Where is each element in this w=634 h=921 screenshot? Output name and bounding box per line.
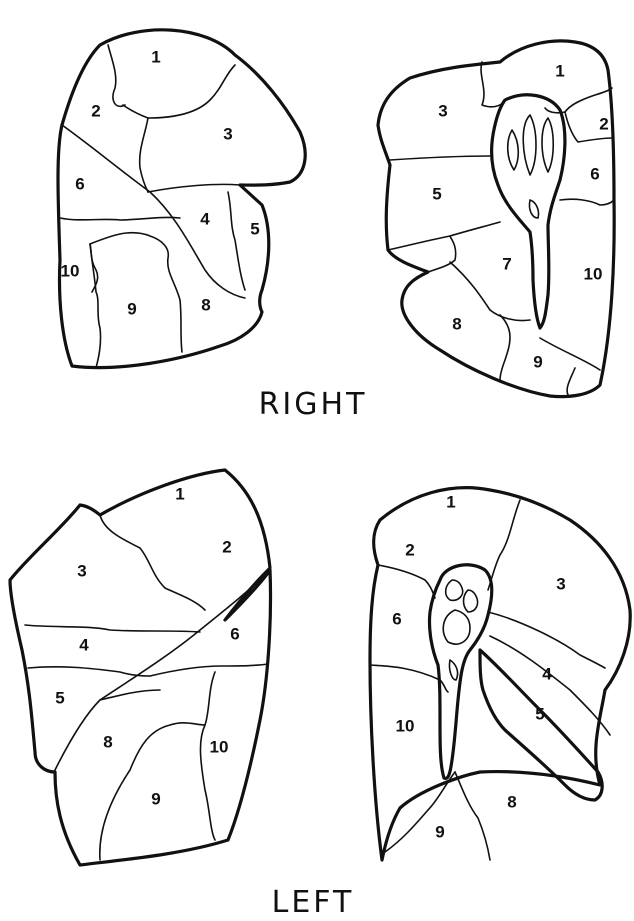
ll-label-9: 9	[151, 789, 160, 808]
lm-label-8: 8	[507, 792, 516, 811]
lm-label-4: 4	[542, 664, 552, 683]
rl-label-10: 10	[61, 261, 80, 280]
ll-label-10: 10	[210, 737, 229, 756]
rl-label-5: 5	[250, 219, 259, 238]
lm-label-10: 10	[396, 716, 415, 735]
ll-label-2: 2	[222, 537, 231, 556]
rm-label-10: 10	[584, 264, 603, 283]
lm-label-9: 9	[435, 822, 444, 841]
rm-label-6: 6	[590, 164, 599, 183]
lm-label-3: 3	[556, 574, 565, 593]
ll-label-3: 3	[77, 561, 86, 580]
caption-left: LEFT	[272, 885, 355, 920]
rl-label-4: 4	[200, 209, 210, 228]
right-lung-medial: 1 3 2 5 6 7 10 8 9	[378, 41, 614, 397]
ll-label-5: 5	[55, 688, 64, 707]
ll-label-1: 1	[175, 484, 184, 503]
lm-label-5: 5	[535, 704, 544, 723]
ll-label-4: 4	[79, 635, 89, 654]
rm-label-7: 7	[502, 254, 511, 273]
rl-label-9: 9	[127, 299, 136, 318]
rm-label-2: 2	[599, 114, 608, 133]
rm-label-9: 9	[533, 352, 542, 371]
lm-label-1: 1	[446, 492, 455, 511]
rm-label-1: 1	[555, 61, 564, 80]
left-lung-lateral: 1 2 3 4 6 5 8 10 9	[10, 470, 271, 865]
right-lung-lateral: 1 2 3 6 4 5 10 9 8	[58, 30, 305, 368]
ll-label-8: 8	[103, 732, 112, 751]
rl-label-6: 6	[75, 174, 84, 193]
caption-right: RIGHT	[259, 387, 368, 422]
ll-label-6: 6	[230, 624, 239, 643]
left-lung-medial: 1 2 3 6 4 5 10 8 9	[370, 488, 630, 860]
lm-label-6: 6	[392, 609, 401, 628]
rm-label-8: 8	[452, 314, 461, 333]
rl-label-2: 2	[91, 101, 100, 120]
rm-label-3: 3	[438, 101, 447, 120]
rl-label-1: 1	[151, 47, 160, 66]
lm-label-2: 2	[405, 540, 414, 559]
rm-label-5: 5	[432, 184, 441, 203]
rl-label-3: 3	[223, 124, 232, 143]
rl-label-8: 8	[201, 295, 210, 314]
